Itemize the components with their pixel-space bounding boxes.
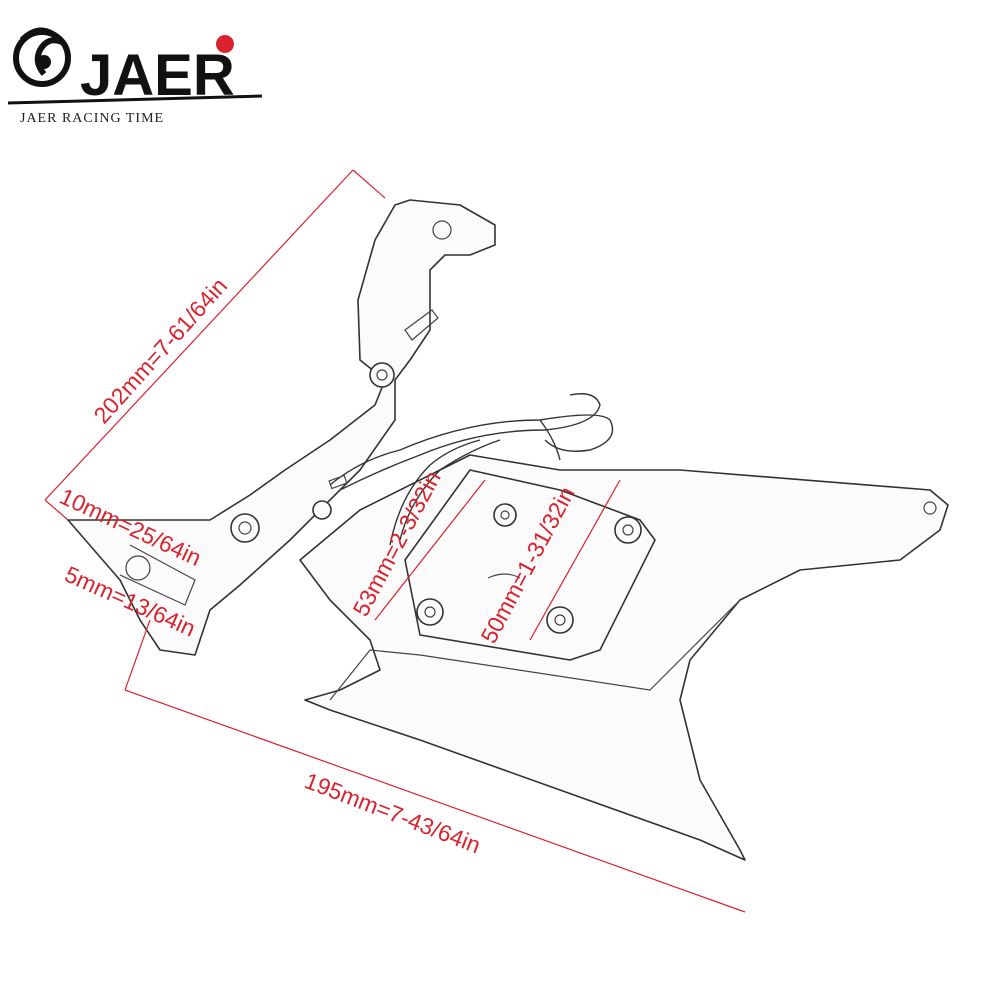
logo-tagline: JAER RACING TIME xyxy=(20,111,164,126)
nut-icon xyxy=(493,503,517,527)
bolt-icon xyxy=(230,513,260,543)
logo-red-dot-icon xyxy=(216,35,234,53)
mount-hole xyxy=(125,555,151,581)
tray-end-hole xyxy=(923,501,937,515)
nut-icon xyxy=(312,500,332,520)
dimension-lines xyxy=(44,169,746,913)
nut-icon xyxy=(546,606,574,634)
nut-icon xyxy=(416,598,444,626)
wiring-harness xyxy=(328,393,614,546)
upper-hole xyxy=(432,220,452,240)
lower-flange-edge xyxy=(119,544,196,606)
nut-icon xyxy=(614,516,642,544)
bracket-upright-plate xyxy=(67,199,496,656)
logo-underline xyxy=(7,94,263,105)
bracket-drawing xyxy=(67,199,949,861)
nut-icon xyxy=(369,362,395,388)
tray-inner-edge xyxy=(329,599,741,701)
logo-emblem-icon xyxy=(13,27,71,87)
adjust-slot xyxy=(404,309,439,341)
brand-logo: JAER JAER RACING TIME xyxy=(7,27,263,126)
license-mount-plate xyxy=(404,469,656,661)
dimension-label-195mm: 195mm=7-43/64in xyxy=(301,767,484,858)
plate-slot xyxy=(487,573,521,579)
dimension-label-202mm: 202mm=7-61/64in xyxy=(88,273,232,429)
